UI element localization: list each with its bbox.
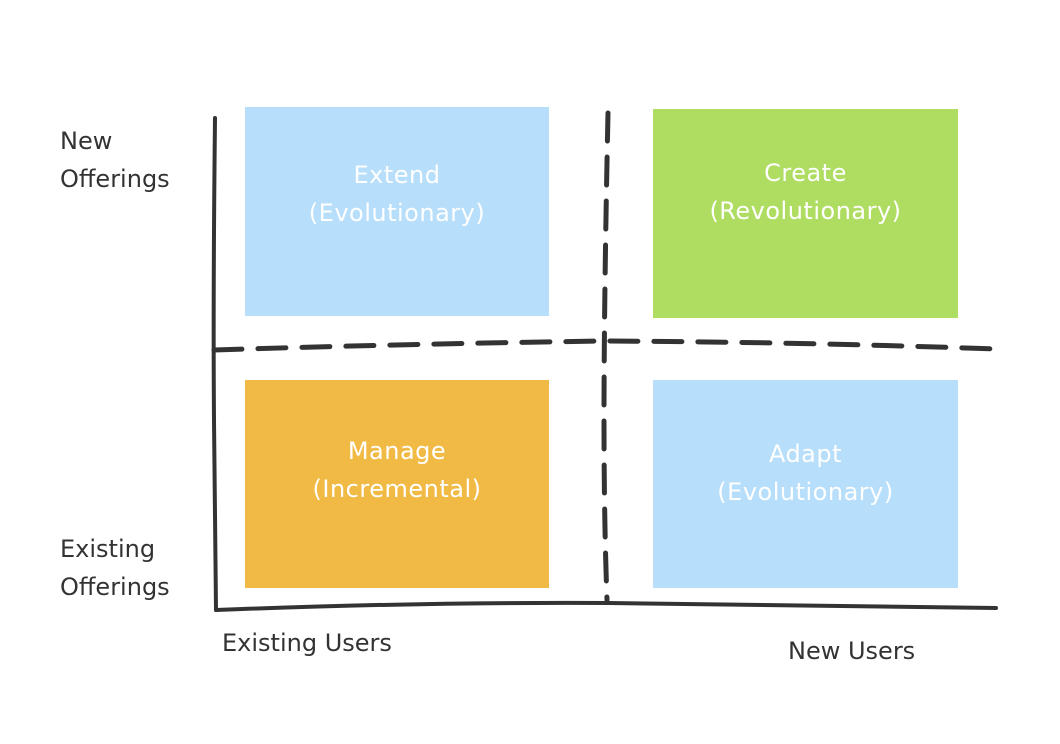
y-axis-top-label-line-1: New <box>60 127 113 155</box>
vertical-divider <box>601 110 611 603</box>
y-axis-bottom-label: Existing Offerings <box>60 530 170 606</box>
quadrant-manage: Manage (Incremental) <box>245 380 549 588</box>
y-axis-bottom-label-line-1: Existing <box>60 535 156 563</box>
quadrant-create: Create (Revolutionary) <box>653 109 958 318</box>
quadrant-manage-subtitle: (Incremental) <box>312 475 482 503</box>
y-axis-line <box>211 116 218 612</box>
quadrant-adapt-subtitle: (Evolutionary) <box>717 478 894 506</box>
x-axis-left-label: Existing Users <box>222 629 392 657</box>
quadrant-manage-title: Manage <box>347 437 447 465</box>
quadrant-adapt: Adapt (Evolutionary) <box>653 380 958 588</box>
y-axis-top-label: New Offerings <box>60 122 170 198</box>
quadrant-extend-subtitle: (Evolutionary) <box>308 198 486 227</box>
y-axis-top-label-line-2: Offerings <box>60 165 170 193</box>
x-axis-right-label: New Users <box>788 637 916 665</box>
quadrant-extend-title: Extend <box>353 160 441 189</box>
x-axis-line <box>214 600 998 612</box>
horizontal-divider <box>211 338 999 353</box>
y-axis-bottom-label-line-2: Offerings <box>60 573 170 601</box>
quadrant-adapt-title: Adapt <box>768 440 843 468</box>
quadrant-extend: Extend (Evolutionary) <box>245 107 549 316</box>
quadrant-create-subtitle: (Revolutionary) <box>709 196 902 225</box>
quadrant-create-title: Create <box>764 158 847 187</box>
